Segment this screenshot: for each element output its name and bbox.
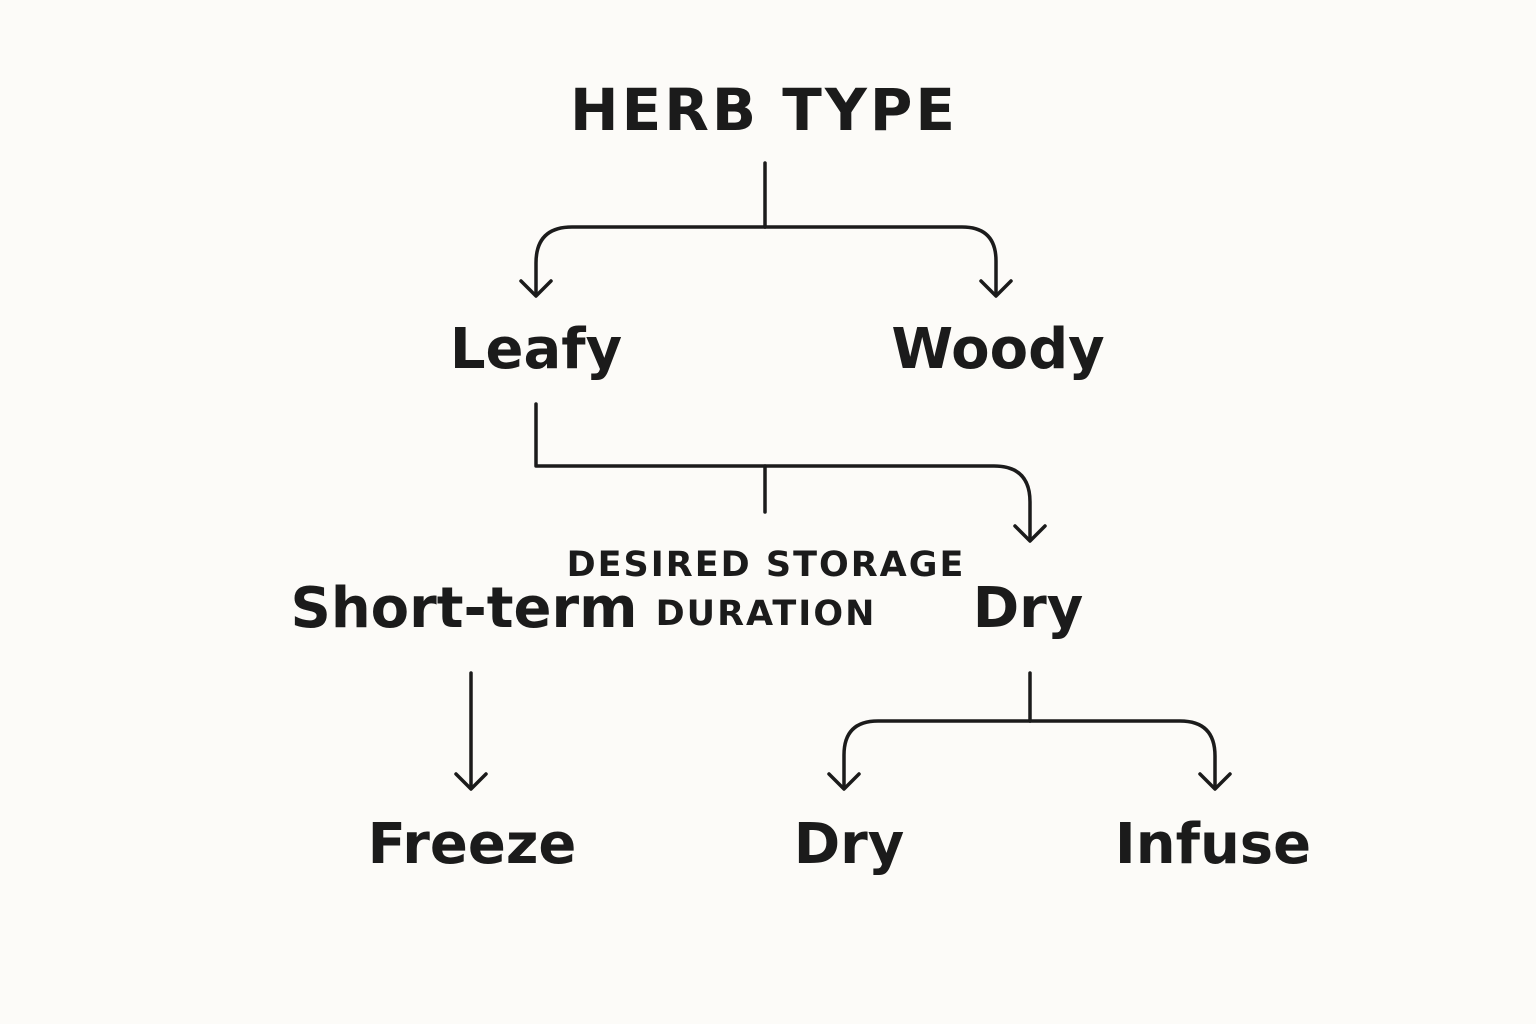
arrowhead-woody xyxy=(979,279,1013,298)
shortterm-node-label: Short-term xyxy=(290,576,638,641)
connector-dry-to-infuse xyxy=(1028,719,1217,790)
woody-node-label: Woody xyxy=(891,317,1105,382)
root-node-label: HERB TYPE xyxy=(570,76,958,144)
decision-caption: DESIRED STORAGE DURATION xyxy=(567,541,966,639)
arrowhead-dry-bottom xyxy=(827,772,861,791)
arrowhead-dry-mid xyxy=(1013,524,1047,543)
arrowhead-leafy xyxy=(519,279,553,298)
decision-caption-line2: DURATION xyxy=(655,594,877,634)
dry-leaf-node-label: Dry xyxy=(793,812,905,877)
freeze-node-label: Freeze xyxy=(367,812,577,877)
connector-leafy-to-dry xyxy=(534,402,1032,542)
decision-caption-line1: DESIRED STORAGE xyxy=(566,545,966,585)
leafy-node-label: Leafy xyxy=(449,317,623,382)
connector-root-to-leafy xyxy=(534,225,767,297)
connector-dry-to-dry xyxy=(842,719,1032,790)
infuse-node-label: Infuse xyxy=(1114,812,1312,877)
arrowhead-infuse xyxy=(1198,772,1232,791)
dry-node-label: Dry xyxy=(972,576,1084,641)
connector-root-to-woody xyxy=(763,225,998,297)
arrowhead-freeze xyxy=(454,772,488,791)
